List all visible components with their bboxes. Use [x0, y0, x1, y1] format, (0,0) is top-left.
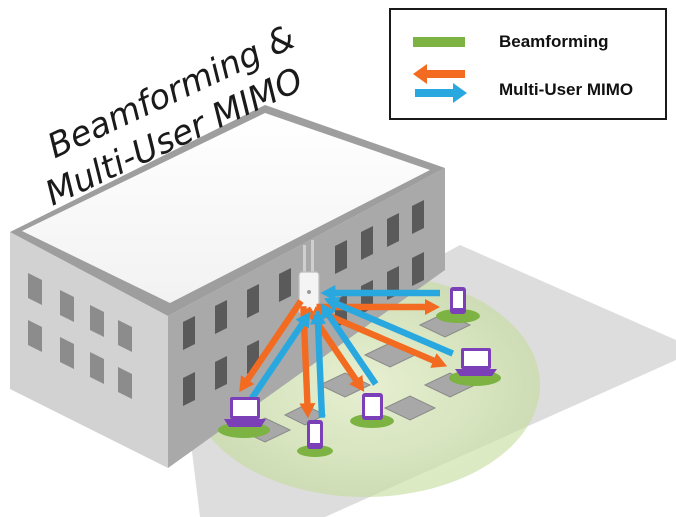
legend-label-mu-mimo: Multi-User MIMO	[499, 80, 634, 99]
beamforming-swatch	[413, 37, 465, 47]
mu-mimo-arrows	[239, 285, 454, 419]
access-point	[298, 240, 320, 315]
uplink-arrow	[320, 285, 440, 301]
smartphone-icon	[450, 287, 466, 314]
legend: Beamforming Multi-User MIMO	[389, 8, 667, 120]
downlink-arrow	[239, 299, 304, 393]
laptop-icon	[455, 348, 497, 376]
downlink-arrow	[299, 306, 316, 419]
building-roof-top	[22, 113, 430, 303]
smartphone-icon	[307, 420, 323, 449]
left-windows	[28, 273, 132, 399]
uplink-arrow	[310, 309, 326, 418]
uplink-arrow	[320, 303, 379, 386]
uplink-arrow	[324, 296, 454, 357]
uplink-arrow	[248, 311, 311, 402]
downlink-arrow	[316, 299, 440, 315]
legend-label-beamforming: Beamforming	[499, 32, 609, 51]
laptop-icon	[224, 397, 266, 427]
building-left-face	[10, 232, 168, 468]
tablet-icon	[362, 393, 383, 420]
downlink-arrow	[313, 306, 448, 368]
mu-mimo-arrows-icon	[413, 64, 467, 103]
